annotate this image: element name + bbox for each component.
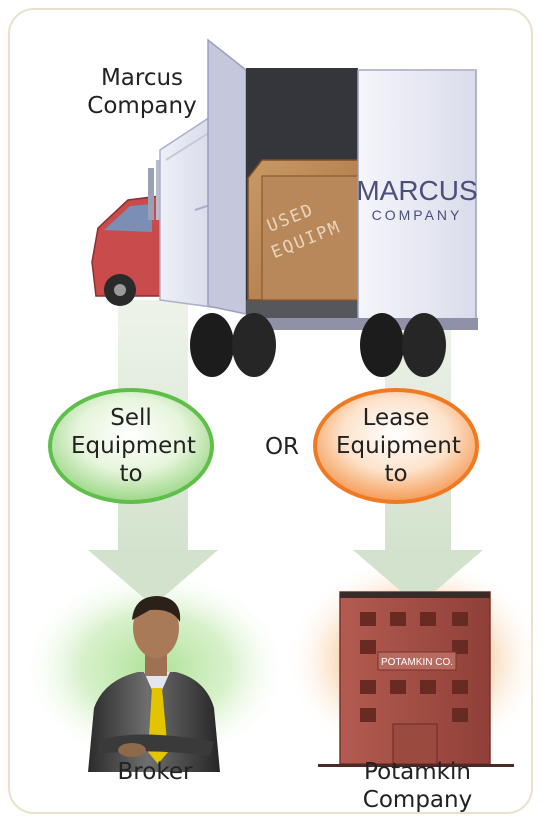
potamkin-line2: Company bbox=[362, 787, 473, 813]
broker-figure bbox=[88, 596, 220, 772]
sell-line1: Sell bbox=[110, 405, 152, 431]
or-connector: OR bbox=[264, 434, 300, 460]
sell-line2: Equipment bbox=[71, 433, 196, 459]
potamkin-label: Potamkin Company bbox=[345, 758, 490, 814]
sell-oval bbox=[48, 388, 214, 504]
lease-line1: Lease bbox=[362, 405, 430, 431]
rear-wheels-left bbox=[190, 313, 276, 377]
door-brand-line1: MARCUS bbox=[356, 175, 477, 206]
building-sign: POTAMKIN CO. bbox=[381, 657, 453, 668]
lease-line2: Equipment bbox=[336, 433, 461, 459]
broker-label: Broker bbox=[117, 759, 193, 785]
door-brand-line2: COMPANY bbox=[372, 207, 463, 223]
source-company-label: Marcus Company bbox=[82, 64, 202, 120]
building-sign-plate bbox=[377, 651, 457, 671]
potamkin-building: POTAMKIN CO. bbox=[318, 591, 514, 767]
source-company-line1: Marcus bbox=[100, 65, 184, 91]
lease-oval bbox=[313, 388, 479, 504]
source-company-line2: Company bbox=[87, 93, 197, 119]
sell-option-label: Sell Equipment to bbox=[71, 404, 196, 488]
potamkin-line1: Potamkin bbox=[364, 759, 471, 785]
truck: USED EQUIPM MARCUS COMPANY bbox=[91, 38, 478, 377]
sell-line3: to bbox=[119, 461, 143, 487]
lease-line3: to bbox=[384, 461, 408, 487]
rear-wheels-right bbox=[360, 313, 446, 377]
lease-option-label: Lease Equipment to bbox=[336, 404, 461, 488]
